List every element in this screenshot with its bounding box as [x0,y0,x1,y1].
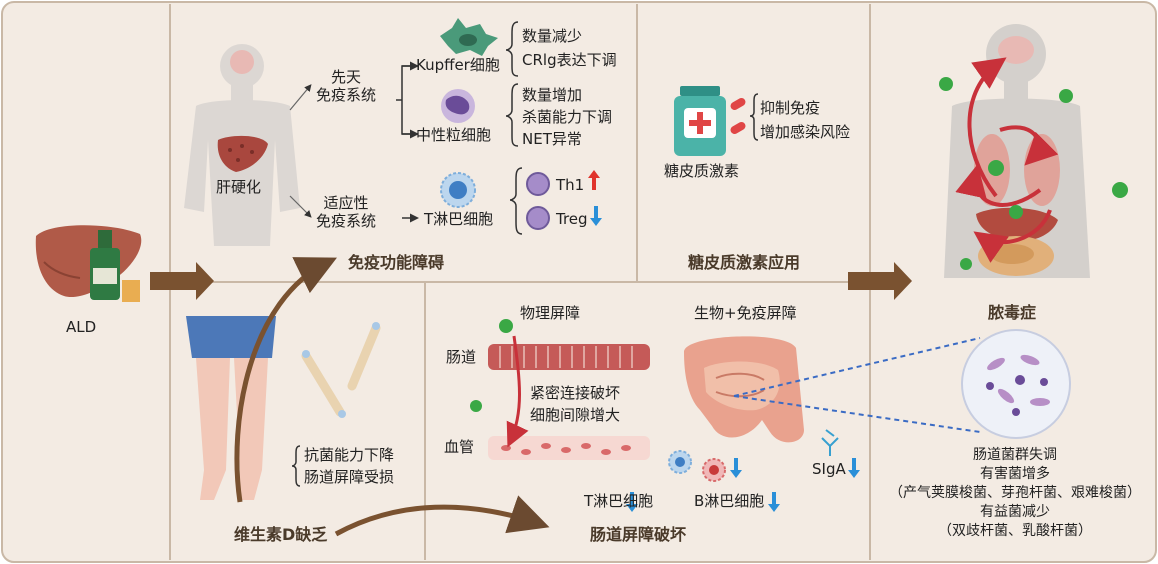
cirrhosis-label: 肝硬化 [216,178,261,196]
intestine-wall [488,344,650,370]
gut-t-cell-label: T淋巴细胞 [584,492,653,510]
siga-label: SIgA [812,460,846,478]
t-lymphocyte-cell [441,173,475,207]
gut-b-cell-label: B淋巴细胞 [694,492,764,510]
microbe-circle [962,330,1070,438]
th1-cell [527,173,549,195]
bio-immune-barrier-label: 生物+免疫屏障 [694,304,797,322]
neutrophil-label: 中性粒细胞 [416,126,491,144]
th1-label: Th1 [556,176,584,194]
dysbiosis-text: 肠道菌群失调 有害菌增多 （产气荚膜梭菌、芽孢杆菌、艰难梭菌） 有益菌减少 （双… [874,446,1156,541]
vitd-deficiency-title: 维生素D缺乏 [234,526,327,544]
neutrophil-cell [441,89,475,123]
kupffer-label: Kupffer细胞 [416,56,500,74]
gut-barrier-damage-title: 肠道屏障破坏 [590,526,686,544]
treg-cell [527,207,549,229]
junction-damage-text: 紧密连接破坏细胞间隙增大 [530,382,620,426]
steroid-bottle [674,86,726,156]
ald-label: ALD [66,318,96,336]
steroid-use-title: 糖皮质激素应用 [688,254,800,272]
intestine-label: 肠道 [446,348,476,366]
innate-immunity-label: 先天免疫系统 [316,68,376,104]
steroid-drug-label: 糖皮质激素 [664,162,739,180]
physical-barrier-label: 物理屏障 [520,304,580,322]
vessel-label: 血管 [444,438,474,456]
adaptive-immunity-label: 适应性免疫系统 [316,194,376,230]
steroid-effects: 抑制免疫增加感染风险 [760,96,850,144]
treg-label: Treg [556,210,588,228]
vitd-effects: 抗菌能力下降肠道屏障受损 [304,444,394,488]
t-cell-label: T淋巴细胞 [424,210,493,228]
immune-dysfunction-title: 免疫功能障碍 [348,254,444,272]
sepsis-title: 脓毒症 [988,304,1036,322]
